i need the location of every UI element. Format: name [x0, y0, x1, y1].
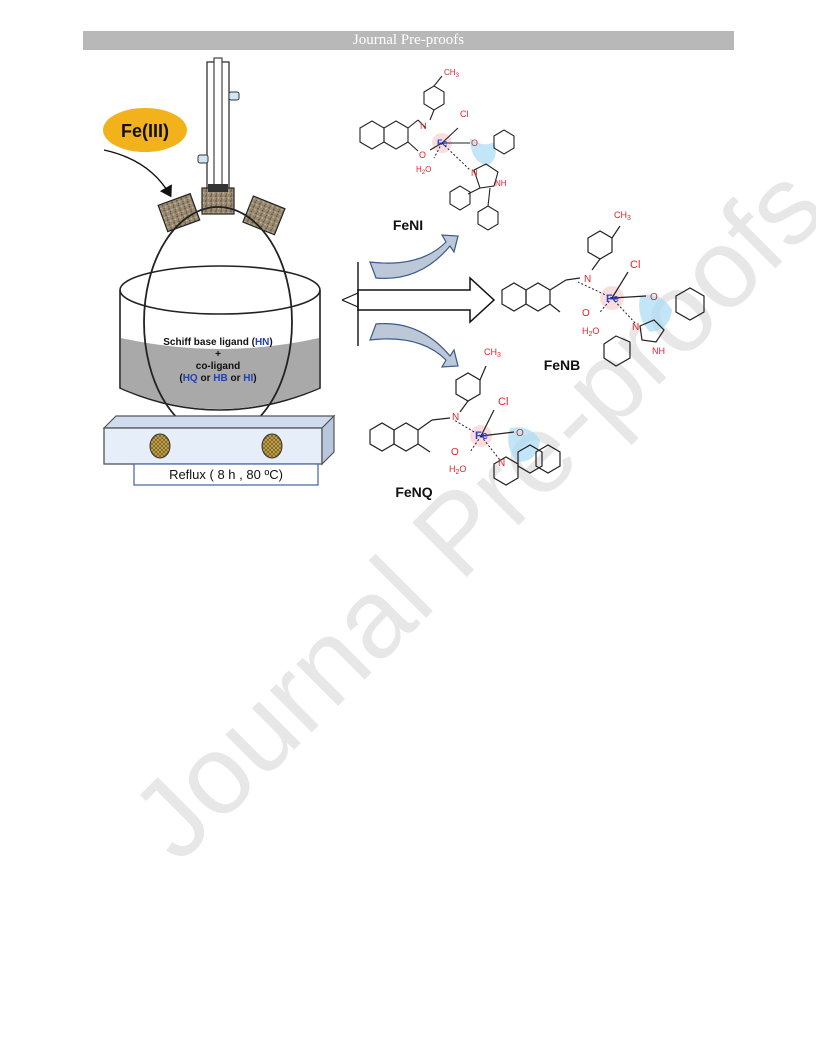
hot-plate-knob-right	[261, 433, 283, 459]
feni-nh: NH	[495, 179, 507, 188]
fenb-nh: NH	[652, 346, 665, 356]
fenb-imine-n: N	[584, 274, 591, 285]
fenb-methyl: CH3	[614, 210, 631, 222]
fenq-imine-n: N	[452, 412, 459, 423]
bath-rim	[119, 265, 321, 315]
fenq-phenolate-o: O	[451, 447, 459, 458]
co-ligand-label: co-ligand	[196, 361, 240, 372]
complex-feni: CH3 Cl N Fe O O H2O N NH FeNI	[359, 68, 515, 233]
fenq-label: FeNQ	[395, 484, 432, 500]
feni-methyl: CH3	[444, 68, 460, 79]
feni-imine-n: N	[420, 121, 427, 131]
metal-addition-arrow	[103, 149, 172, 198]
hot-plate	[103, 427, 323, 465]
reflux-apparatus: Reflux ( 8 h , 80 ºC) Schiff base ligand…	[102, 57, 336, 486]
fenq-methyl: CH3	[484, 347, 501, 359]
feni-coligand-o: O	[471, 138, 478, 148]
reflux-label-box	[133, 463, 319, 486]
complex-fenb: CH3 Cl N Fe O O H2O N NH FeNB	[501, 210, 705, 373]
fenb-water: H2O	[582, 326, 599, 338]
left-stopper	[157, 192, 201, 233]
right-stopper	[242, 195, 286, 236]
hot-plate-knob-left	[149, 433, 171, 459]
feni-label: FeNI	[393, 217, 423, 233]
fenq-ring-n: N	[498, 458, 505, 469]
feni-iron: Fe	[437, 138, 448, 148]
reflux-conditions-label: Reflux ( 8 h , 80 ºC)	[169, 467, 283, 482]
fenq-water: H2O	[449, 464, 466, 476]
metal-ion-label: Fe(III)	[121, 121, 169, 141]
fenb-phenolate-o: O	[582, 308, 590, 319]
fenb-iron: Fe	[606, 293, 619, 305]
feni-water: H2O	[416, 165, 431, 176]
feni-ring-n: N	[471, 168, 478, 178]
complex-fenq: CH3 Cl N Fe O O H2O N FeNQ	[369, 347, 561, 500]
metal-ion-badge	[103, 108, 187, 152]
branch-arrow-down	[369, 323, 459, 368]
fenb-label: FeNB	[544, 357, 581, 373]
fenq-coligand-o: O	[516, 428, 524, 439]
feni-phenolate-o: O	[419, 150, 426, 160]
main-reaction-arrow	[357, 276, 496, 324]
bath-liquid	[121, 338, 319, 409]
ligand-plus-sign: +	[215, 349, 221, 360]
feni-chloride: Cl	[460, 109, 469, 119]
fenb-coligand-o: O	[650, 292, 658, 303]
journal-header-bar: Journal Pre-proofs	[83, 31, 734, 50]
branch-arrow-up	[369, 234, 459, 279]
fenb-chloride: Cl	[630, 259, 640, 271]
ligand-line-1: Schiff base ligand (HN)	[163, 337, 272, 348]
fenq-iron: Fe	[475, 430, 488, 442]
reaction-arrows	[341, 234, 496, 368]
fenq-chloride: Cl	[498, 396, 508, 408]
fenb-ring-n: N	[632, 322, 639, 333]
co-ligand-options: (HQ or HB or HI)	[179, 373, 256, 384]
